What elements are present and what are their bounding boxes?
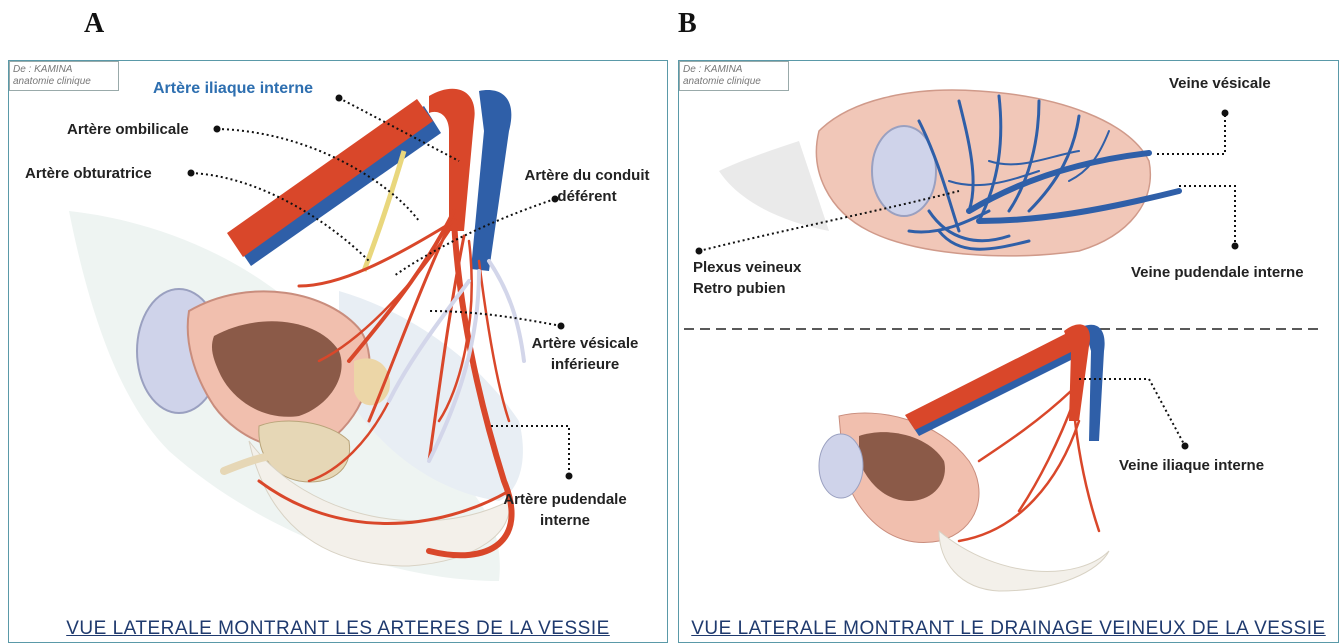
panel-a-caption: VUE LATERALE MONTRANT LES ARTERES DE LA …	[9, 618, 667, 640]
panel-b-caption: VUE LATERALE MONTRANT LE DRAINAGE VEINEU…	[679, 618, 1338, 640]
label-plexus-veineux: Plexus veineux Retro pubien	[693, 257, 801, 299]
external-iliac-artery-bottom	[905, 333, 1077, 430]
label-line: inférieure	[515, 354, 655, 375]
label-artere-conduit-deferent: Artère du conduit déférent	[511, 165, 663, 207]
credit-line-2: anatomie clinique	[683, 76, 785, 88]
label-artere-iliaque-interne: Artère iliaque interne	[153, 78, 313, 99]
label-veine-pudendale-interne: Veine pudendale interne	[1131, 262, 1304, 283]
label-artere-ombilicale: Artère ombilicale	[67, 119, 189, 140]
veins-illustration	[679, 61, 1338, 642]
external-iliac-artery	[227, 99, 433, 257]
panel-a: De : KAMINA anatomie clinique Artère ili…	[8, 60, 668, 643]
pubic-bone-bottom	[819, 434, 863, 498]
label-line: Artère du conduit	[511, 165, 663, 186]
credit-line-2: anatomie clinique	[13, 76, 115, 88]
label-line: déférent	[511, 186, 663, 207]
panel-a-letter: A	[84, 8, 104, 40]
credit-line-1: De : KAMINA	[683, 64, 785, 76]
panel-a-credit: De : KAMINA anatomie clinique	[9, 61, 119, 91]
label-line: Artère pudendale	[495, 489, 635, 510]
label-veine-vesicale: Veine vésicale	[1169, 73, 1271, 94]
credit-line-1: De : KAMINA	[13, 64, 115, 76]
panel-b: De : KAMINA anatomie clinique Veine vési…	[678, 60, 1339, 643]
bladder-top	[816, 90, 1150, 256]
internal-iliac-vein	[471, 90, 511, 271]
ligament-top	[719, 141, 829, 231]
panel-b-credit: De : KAMINA anatomie clinique	[679, 61, 789, 91]
panel-b-letter: B	[678, 8, 697, 40]
label-line: interne	[495, 510, 635, 531]
internal-iliac-artery	[429, 89, 475, 231]
label-line: Retro pubien	[693, 278, 801, 299]
label-artere-pudendale-interne: Artère pudendale interne	[495, 489, 635, 531]
label-veine-iliaque-interne: Veine iliaque interne	[1119, 455, 1264, 476]
internal-iliac-artery-bottom	[1064, 324, 1090, 421]
label-line: Plexus veineux	[693, 257, 801, 278]
label-artere-vesicale-inferieure: Artère vésicale inférieure	[515, 333, 655, 375]
label-artere-obturatrice: Artère obturatrice	[25, 163, 152, 184]
label-line: Artère vésicale	[515, 333, 655, 354]
